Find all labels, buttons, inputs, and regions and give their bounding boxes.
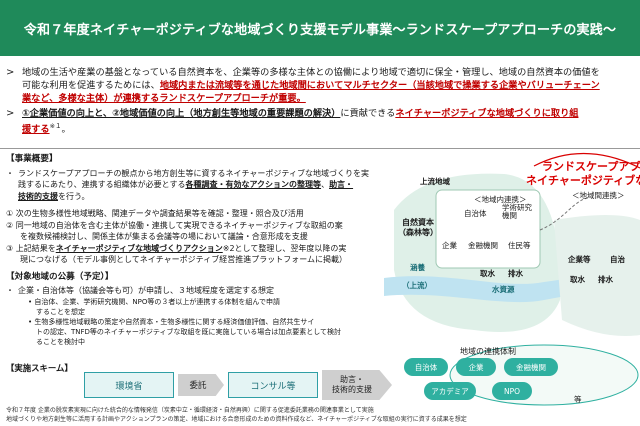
discharge-2-label: 排水 <box>598 275 613 284</box>
recharge-label: 涵養 <box>410 263 425 272</box>
page-header: 令和７年度ネイチャーポジティブな地域づくり支援モデル事業～ランドスケープアプロー… <box>0 0 640 56</box>
overview-item-3: ③ 上記結果をネイチャーポジティブな地域づくりアクション※2として整理し、翌年度… <box>6 243 347 265</box>
bullet-2-line-1: ①企業価値の向上と、②地域価値の向上（地方創生等地域の重要課題の解決）に貢献でき… <box>22 108 579 119</box>
overview-item-1: ① 次の生物多様性地域戦略、関連データや調査結果等を確認・整理・照合及び活用 <box>6 209 304 218</box>
chevron-right-icon: > <box>6 67 15 78</box>
section-divider <box>0 148 640 149</box>
in-region-label: ＜地域内連携＞ <box>474 195 527 204</box>
diagram-title-1: ランドスケープアプロ <box>542 160 640 173</box>
overview-title: 【事業概要】 <box>6 154 58 164</box>
overview-paragraph: ・ ランドスケープアプローチの観点から地方創生等に資するネイチャーポジティブな地… <box>6 168 369 201</box>
company-etc-label: 企業等 <box>568 255 591 264</box>
water-resource-label: 水資源 <box>492 285 515 294</box>
implementation-scheme: 【実施スキーム】 環境省 委託 コンサル等 助言・ 技術的支援 <box>6 362 406 406</box>
summary-bullet-2: > ①企業価値の向上と、②地域価値の向上（地方創生等地域の重要課題の解決）に貢献… <box>6 107 640 136</box>
advice-arrow: 助言・ 技術的支援 <box>322 370 392 400</box>
natural-capital-label: 自然資本 （森林等） <box>398 218 438 237</box>
diagram-title-2: ネイチャーポジティブな地 <box>526 174 640 187</box>
academic-label: 学術研究 機関 <box>502 203 532 220</box>
company-label: 企業 <box>442 241 457 250</box>
finance-label: 金融機関 <box>468 241 498 250</box>
chevron-right-icon: > <box>6 108 15 119</box>
pill-academia: アカデミア <box>424 382 476 400</box>
footnote: 令和７年度 企業の脱炭素実現に向けた統合的な情報発信（炭素中立・循環経済・自然再… <box>6 407 467 423</box>
target-paragraph: ・ 企業・自治体等（協議会等も可）が申請し、３地域程度を選定する想定 <box>6 286 274 295</box>
pill-company: 企業 <box>456 358 496 376</box>
scheme-title: 【実施スキーム】 <box>6 363 73 373</box>
bullet-1-line-2: 可能な利用を促進するためには、地域内または流域等を通じた地域間においてマルチセク… <box>22 80 600 91</box>
pill-local-gov: 自治体 <box>404 358 448 376</box>
inter-region-label: ＜地域間連携＞ <box>572 191 625 200</box>
local-gov-2-label: 自治 <box>610 255 625 264</box>
left-panel: 【事業概要】 ・ ランドスケープアプローチの観点から地方創生等に資するネイチャー… <box>6 154 382 347</box>
target-subitem-1: • 自治体、企業、学術研究機関、NPO等の３者以上が連携する体制を組んで申請 <box>28 297 280 306</box>
summary-bullet-1: > 地域の生活や産業の基盤となっている自然資本を、企業等の多様な主体との協働によ… <box>6 66 640 105</box>
intake-2-label: 取水 <box>570 275 585 284</box>
ministry-box: 環境省 <box>84 372 174 398</box>
etc-label: 等 <box>574 395 582 404</box>
bullet-1-line-1: 地域の生活や産業の基盤となっている自然資本を、企業等の多様な主体との協働により地… <box>22 67 600 78</box>
page-title: 令和７年度ネイチャーポジティブな地域づくり支援モデル事業～ランドスケープアプロー… <box>23 22 617 38</box>
target-subitem-2: • 生物多様性地域戦略の策定や自然資本・生物多様性に関する経済価値評価、自然共生… <box>28 317 315 326</box>
bullet-2-line-2: 援する※１。 <box>22 122 71 136</box>
upstream-area-label: 上流地域 <box>420 177 450 186</box>
landscape-diagram: ランドスケープアプロ ネイチャーポジティブな地 上流地域 ＜地域内連携＞ 自治体… <box>384 150 640 406</box>
commission-arrow: 委託 <box>178 374 224 396</box>
bullet-1-line-3: 業など、多様な主体）が連携するランドスケープアプローチが重要。 <box>22 93 306 104</box>
consultant-box: コンサル等 <box>228 372 318 398</box>
local-gov-label: 自治体 <box>464 209 487 218</box>
regional-system-label: 地域の連携体制 <box>460 347 516 356</box>
upstream-label: （上流） <box>402 281 432 290</box>
overview-item-2: ② 同一地域の自治体を含む主体が協働・連携して実現できるネイチャーポジティブな取… <box>6 220 343 242</box>
target-title: 【対象地域の公募（予定）】 <box>6 271 114 282</box>
discharge-label: 排水 <box>508 269 523 278</box>
resident-label: 住民等 <box>508 241 531 250</box>
target-subitems: • 自治体、企業、学術研究機関、NPO等の３者以上が連携する体制を組んで申請 す… <box>6 297 382 347</box>
summary-bullets: > 地域の生活や産業の基盤となっている自然資本を、企業等の多様な主体との協働によ… <box>6 66 640 137</box>
pill-finance: 金融機関 <box>504 358 558 376</box>
pill-npo: NPO <box>492 382 532 400</box>
intake-label: 取水 <box>480 269 495 278</box>
